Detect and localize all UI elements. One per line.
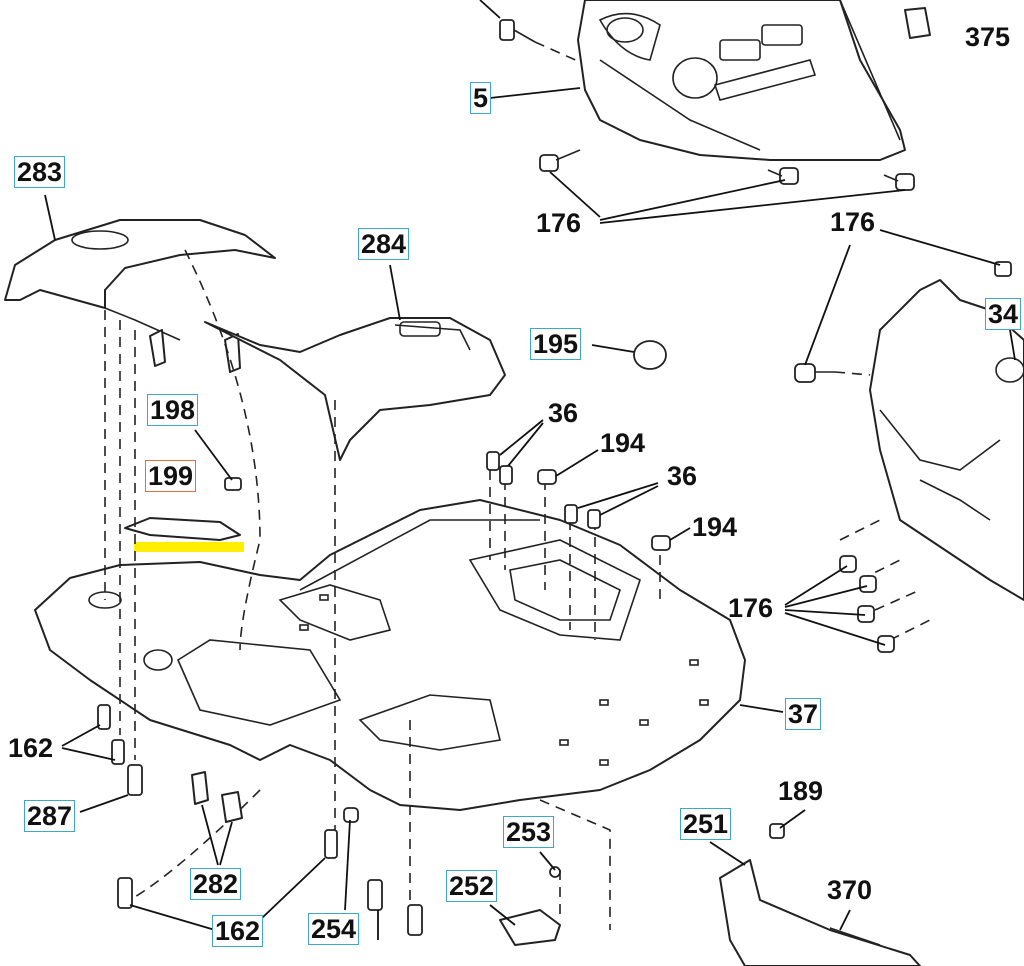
part-199-bracket (124, 517, 244, 552)
callout-195[interactable]: 195 (530, 328, 582, 360)
callout-370[interactable]: 370 (827, 875, 873, 905)
callout-198[interactable]: 198 (147, 394, 199, 426)
callout-194-lower[interactable]: 194 (692, 512, 738, 542)
callout-189[interactable]: 189 (778, 776, 824, 806)
part-284-cover (204, 317, 506, 461)
part-252-bracket (499, 866, 561, 946)
callout-251[interactable]: 251 (680, 808, 732, 840)
part-side-fender (794, 261, 1024, 601)
callout-34[interactable]: 34 (985, 298, 1022, 330)
callout-254[interactable]: 254 (308, 913, 360, 945)
part-5-dash-console (577, 0, 906, 161)
part-198-clip (224, 477, 242, 491)
part-283-cover (4, 219, 276, 373)
part-375-clip (904, 7, 931, 39)
callout-287[interactable]: 287 (24, 800, 76, 832)
callout-162-bottom[interactable]: 162 (212, 915, 264, 947)
callout-176-top[interactable]: 176 (536, 208, 582, 238)
callout-36-lower[interactable]: 36 (667, 461, 698, 491)
callout-37[interactable]: 37 (785, 698, 822, 730)
screw-top (479, 0, 581, 63)
callout-194-upper[interactable]: 194 (600, 428, 646, 458)
callout-253[interactable]: 253 (503, 816, 555, 848)
part-195-plug (591, 340, 667, 370)
callout-282[interactable]: 282 (190, 868, 242, 900)
callout-252[interactable]: 252 (446, 870, 498, 902)
callout-36-upper[interactable]: 36 (548, 398, 579, 428)
callout-375[interactable]: 375 (965, 22, 1011, 52)
callout-162-left[interactable]: 162 (8, 733, 54, 763)
screws-176-top (539, 149, 915, 191)
callout-176-right[interactable]: 176 (830, 207, 876, 237)
fasteners-162-287 (97, 704, 423, 936)
callout-283[interactable]: 283 (14, 156, 66, 188)
callout-176-lower[interactable]: 176 (728, 593, 774, 623)
part-282-clips (191, 771, 243, 823)
callout-199[interactable]: 199 (145, 460, 197, 492)
part-37-body (34, 499, 746, 811)
highlight-bar (134, 542, 244, 552)
part-251-bar (719, 823, 921, 966)
leader-lines (44, 87, 1016, 940)
callout-5[interactable]: 5 (470, 82, 492, 114)
callout-284[interactable]: 284 (358, 228, 410, 260)
fasteners-36-194 (486, 451, 671, 551)
fasteners-176-right (839, 555, 895, 653)
